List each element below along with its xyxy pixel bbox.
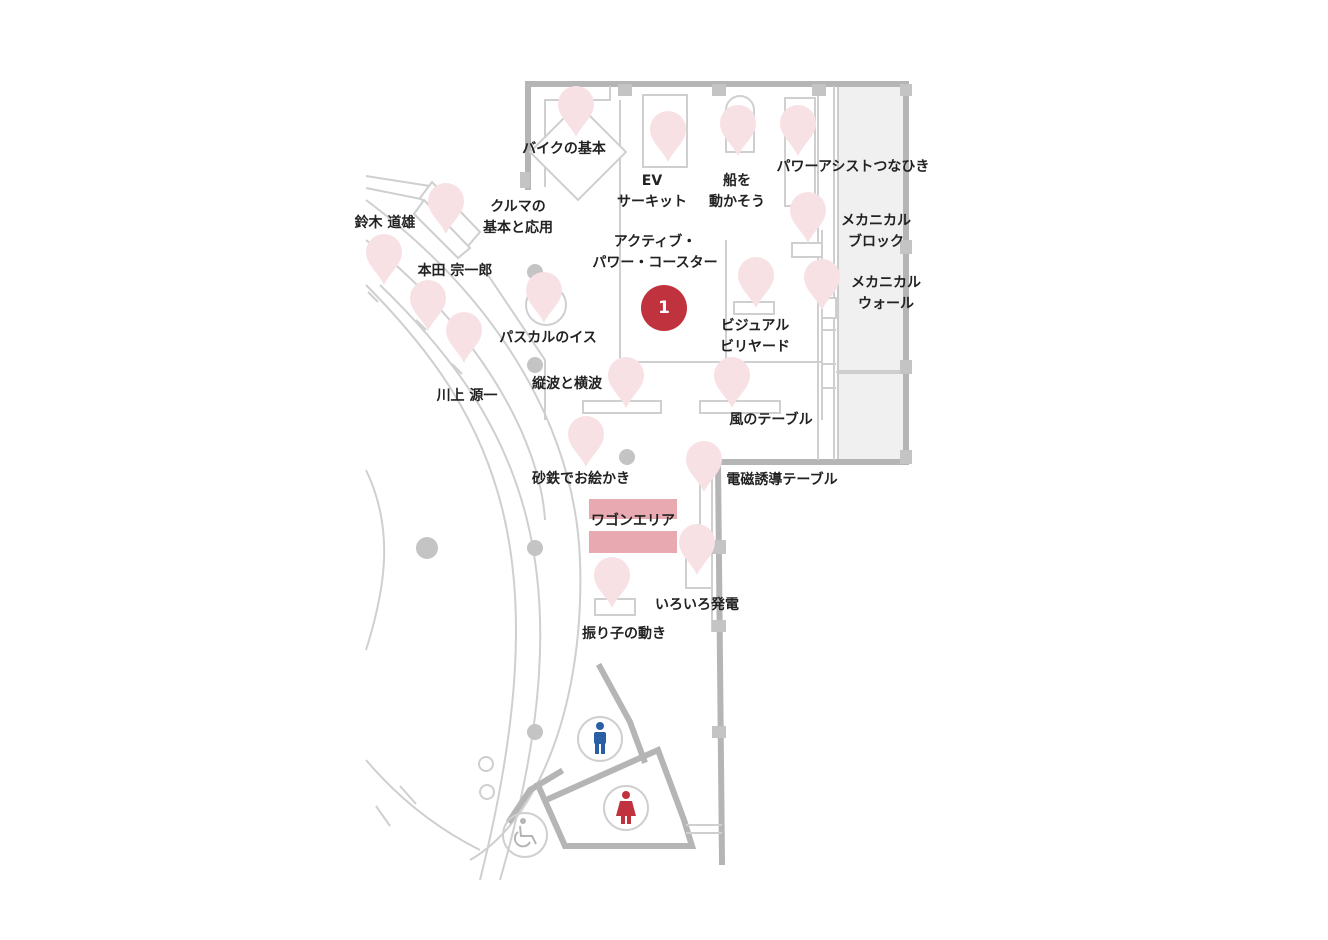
label-car[interactable]: クルマの 基本と応用 bbox=[483, 197, 553, 239]
rotunda bbox=[365, 199, 582, 881]
men-restroom-icon bbox=[594, 722, 606, 754]
label-coaster[interactable]: アクティブ・ パワー・コースター bbox=[592, 232, 717, 274]
label-ev[interactable]: EV サーキット bbox=[617, 171, 687, 213]
wheelchair-icon bbox=[513, 818, 537, 848]
label-sand[interactable]: 砂鉄でお絵かき bbox=[532, 471, 630, 487]
label-billiard[interactable]: ビジュアル ビリヤード bbox=[720, 316, 790, 358]
label-coaster-line1: アクティブ・ bbox=[613, 234, 697, 250]
pin-suzuki[interactable] bbox=[366, 234, 402, 285]
label-induction[interactable]: 電磁誘導テーブル bbox=[726, 472, 838, 488]
women-restroom-icon bbox=[616, 791, 636, 824]
label-wall-line2: ウォール bbox=[858, 296, 914, 312]
label-ev-line1: EV bbox=[641, 173, 663, 189]
label-ship-line2: 動かそう bbox=[709, 194, 765, 210]
pillars bbox=[416, 84, 912, 740]
pin-honda[interactable] bbox=[410, 280, 446, 331]
label-billiard-line2: ビリヤード bbox=[720, 339, 790, 355]
label-wall-line1: メカニカル bbox=[851, 275, 921, 291]
label-kawakami[interactable]: 川上 源一 bbox=[436, 388, 498, 404]
label-block[interactable]: メカニカル ブロック bbox=[841, 211, 911, 253]
label-wall[interactable]: メカニカル ウォール bbox=[851, 273, 921, 315]
exhibit-furniture bbox=[367, 94, 837, 827]
label-ship[interactable]: 船を 動かそう bbox=[709, 171, 765, 213]
wagon-area bbox=[589, 499, 677, 553]
storage-room-lower bbox=[837, 372, 907, 462]
label-pendulum[interactable]: 振り子の動き bbox=[582, 626, 666, 642]
label-car-line1: クルマの bbox=[490, 199, 546, 215]
label-car-line2: 基本と応用 bbox=[483, 220, 553, 236]
pin-sand[interactable] bbox=[568, 416, 604, 467]
pin-pascal[interactable] bbox=[526, 272, 562, 323]
label-ship-line1: 船を bbox=[723, 173, 751, 189]
label-ev-line2: サーキット bbox=[617, 194, 687, 210]
pin-billiard[interactable] bbox=[738, 257, 774, 308]
label-bike[interactable]: バイクの基本 bbox=[522, 141, 606, 157]
label-block-line2: ブロック bbox=[848, 234, 904, 250]
label-wind[interactable]: 風のテーブル bbox=[729, 412, 813, 428]
storage-room-upper bbox=[837, 84, 907, 372]
label-suzuki[interactable]: 鈴木 道雄 bbox=[354, 215, 416, 231]
label-block-line1: メカニカル bbox=[841, 213, 911, 229]
label-wagon[interactable]: ワゴンエリア bbox=[591, 513, 675, 529]
label-coaster-line2: パワー・コースター bbox=[592, 255, 718, 271]
label-wave[interactable]: 縦波と横波 bbox=[532, 376, 602, 392]
restroom-block bbox=[478, 662, 722, 858]
label-power[interactable]: いろいろ発電 bbox=[655, 597, 739, 613]
label-tug[interactable]: パワーアシストつなひき bbox=[776, 159, 930, 175]
label-billiard-line1: ビジュアル bbox=[720, 318, 790, 334]
pin-block[interactable] bbox=[790, 192, 826, 243]
area-number-marker[interactable]: 1 bbox=[641, 285, 687, 331]
label-honda[interactable]: 本田 宗一郎 bbox=[417, 263, 493, 279]
label-pascal[interactable]: パスカルのイス bbox=[499, 330, 597, 346]
